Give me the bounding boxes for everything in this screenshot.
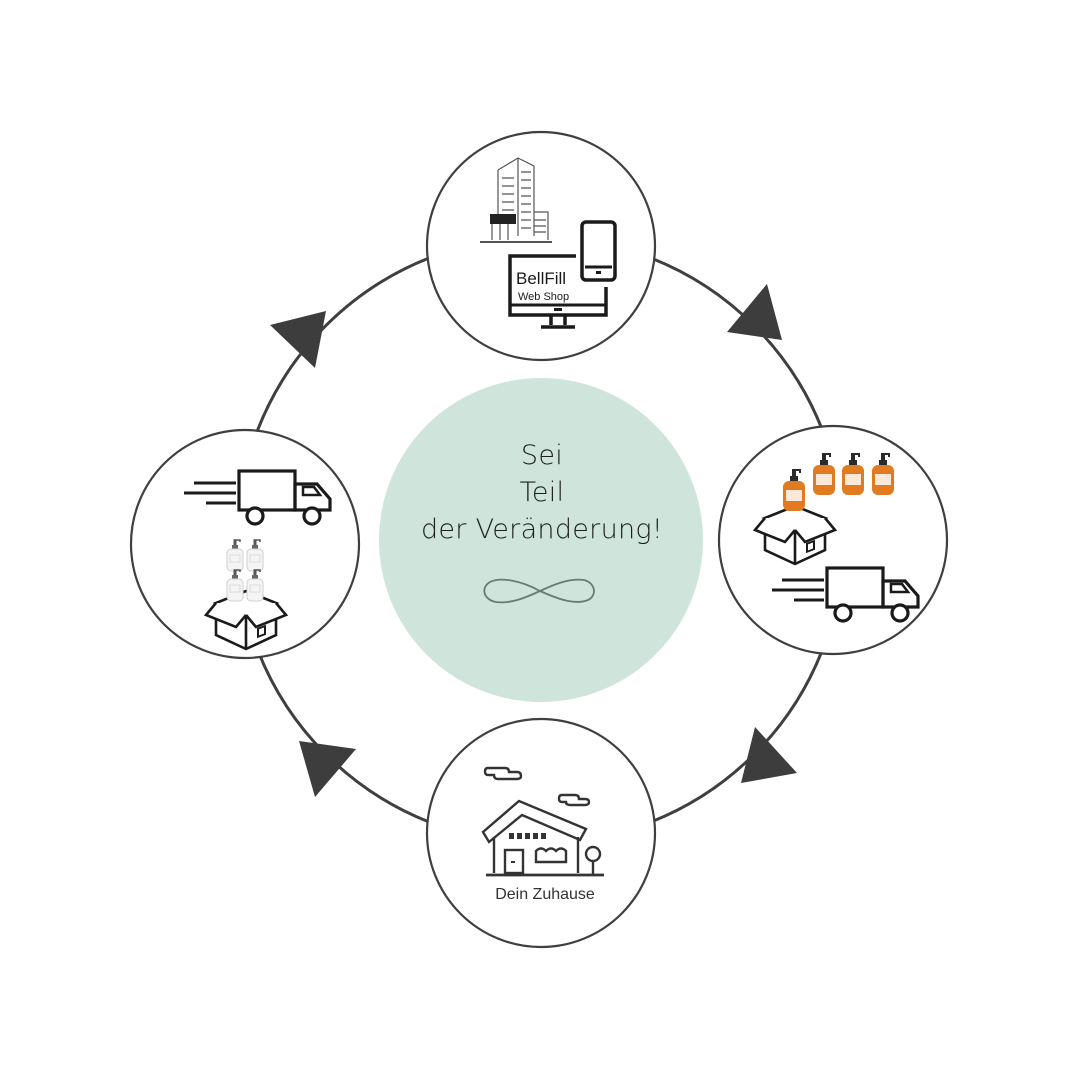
office-building-icon: [480, 157, 552, 243]
webshop-screen-title: BellFill: [516, 269, 566, 288]
node-return: [129, 428, 361, 660]
center-line-1: Sei: [520, 440, 564, 471]
desktop-monitor-icon: [508, 254, 608, 329]
cloud-icon: [483, 766, 523, 781]
arrow-webshop-to-delivery: [727, 284, 782, 340]
house-icon: [481, 799, 604, 877]
arrow-delivery-to-home: [741, 727, 797, 783]
infinity-icon: [483, 578, 595, 604]
center-line-2: Teil: [519, 477, 565, 508]
arrow-home-to-return: [299, 741, 356, 797]
cloud-icon: [557, 793, 591, 807]
node-home: Dein Zuhause: [425, 717, 657, 949]
webshop-screen-subtitle: Web Shop: [518, 291, 569, 303]
center-line-3: der Veränderung!: [420, 514, 664, 545]
center-circle: [379, 378, 703, 702]
tree-icon: [584, 845, 602, 874]
arrow-return-to-webshop: [270, 311, 326, 368]
house-windows: [509, 833, 546, 863]
smartphone-icon: [580, 220, 617, 282]
node-packing-delivery: [717, 424, 949, 656]
node-webshop: BellFill Web Shop: [425, 130, 657, 362]
home-label: Dein Zuhause: [495, 886, 595, 903]
